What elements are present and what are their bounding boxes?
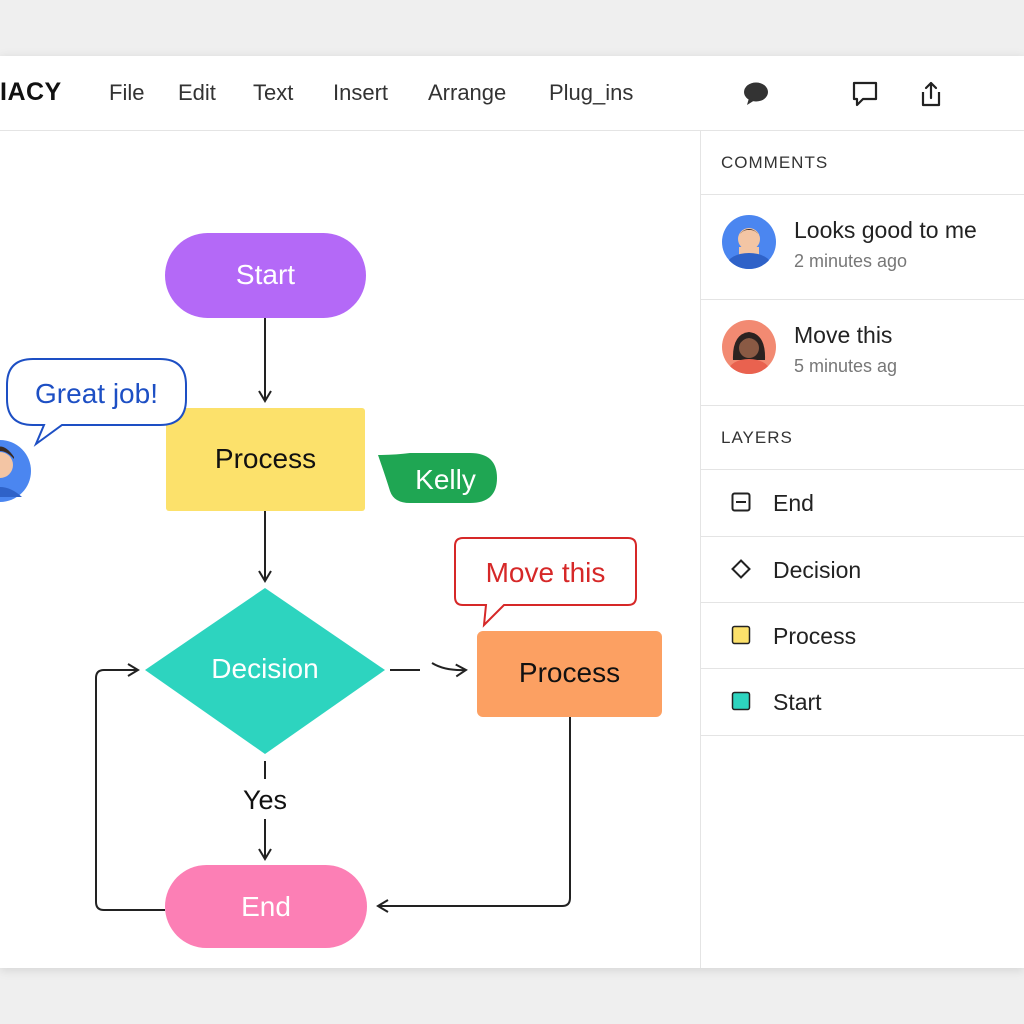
start-shape[interactable]	[165, 233, 366, 318]
app-name: IACY	[0, 78, 62, 106]
layer-item-start[interactable]: Start	[701, 669, 1024, 735]
comments-heading: COMMENTS	[721, 153, 829, 172]
app-window: IACY File Edit Text Insert Arrange Plug_…	[0, 56, 1024, 968]
divider	[701, 735, 1024, 736]
divider	[701, 469, 1024, 470]
avatar-coral-icon	[722, 320, 776, 374]
flowchart-svg	[0, 233, 662, 948]
divider	[701, 194, 1024, 195]
menu-arrange[interactable]: Arrange	[428, 80, 507, 105]
menu-plugins[interactable]: Plug_ins	[549, 80, 634, 105]
process-label: Process	[214, 443, 317, 474]
layer-item-end[interactable]: End	[701, 470, 1024, 536]
avatar-blue-icon	[722, 215, 776, 269]
menu-bar: IACY File Edit Text Insert Arrange Plug_…	[0, 56, 1024, 131]
teal-square-icon	[731, 691, 751, 711]
divider	[701, 405, 1024, 406]
menu-edit[interactable]: Edit	[178, 80, 216, 105]
arrow-decision-to-process2	[390, 663, 466, 670]
great-job-bubble	[6, 358, 187, 447]
end-label: End	[241, 891, 291, 922]
divider	[701, 299, 1024, 300]
arrow-process2-to-end	[376, 717, 571, 913]
start-label: Start	[235, 259, 296, 290]
move-this-text: Move this	[485, 557, 606, 588]
share-icon[interactable]	[915, 78, 947, 110]
process-shape[interactable]	[166, 408, 365, 511]
layer-item-decision[interactable]: Decision	[701, 537, 1024, 603]
end-shape[interactable]	[165, 865, 367, 948]
comment-outline-icon[interactable]	[849, 78, 881, 110]
layer-label: Decision	[773, 557, 862, 583]
menu-text[interactable]: Text	[253, 80, 294, 105]
yellow-square-icon	[731, 625, 751, 645]
side-panel: COMMENTS Looks good to me 2 minutes ago	[700, 131, 1024, 968]
diamond-icon	[731, 559, 751, 579]
comment-text: Move this	[794, 322, 893, 348]
comment-timestamp: 2 minutes ago	[794, 251, 908, 271]
divider	[701, 602, 1024, 603]
comment-text: Looks good to me	[794, 217, 977, 243]
comment-item-2[interactable]: Move this 5 minutes ag	[701, 300, 1024, 404]
layer-label: Start	[773, 689, 822, 715]
layer-label: End	[773, 490, 814, 516]
comment-item-1[interactable]: Looks good to me 2 minutes ago	[701, 195, 1024, 299]
layers-heading: LAYERS	[721, 428, 793, 447]
comment-timestamp: 5 minutes ag	[794, 356, 898, 376]
decision-shape[interactable]	[145, 588, 385, 754]
flowchart-canvas[interactable]: Start Process Decision Process End Yes G…	[0, 131, 700, 968]
edge-label-yes: Yes	[242, 785, 288, 815]
menu-insert[interactable]: Insert	[333, 80, 389, 105]
arrow-end-loop-to-decision	[95, 663, 165, 911]
divider	[701, 668, 1024, 669]
process-2-label: Process	[518, 657, 621, 688]
divider	[701, 536, 1024, 537]
menu-file[interactable]: File	[109, 80, 145, 105]
layer-label: Process	[773, 623, 857, 649]
process-shape-2[interactable]	[477, 631, 662, 717]
collaborator-avatar[interactable]	[0, 440, 31, 502]
minus-square-icon	[731, 492, 751, 512]
layer-item-process[interactable]: Process	[701, 603, 1024, 669]
kelly-cursor-tag	[378, 453, 497, 503]
move-this-bubble	[454, 537, 637, 628]
decision-label: Decision	[211, 653, 319, 684]
kelly-text: Kelly	[415, 464, 476, 495]
chat-filled-icon[interactable]	[740, 78, 772, 110]
great-job-text: Great job!	[35, 378, 158, 409]
